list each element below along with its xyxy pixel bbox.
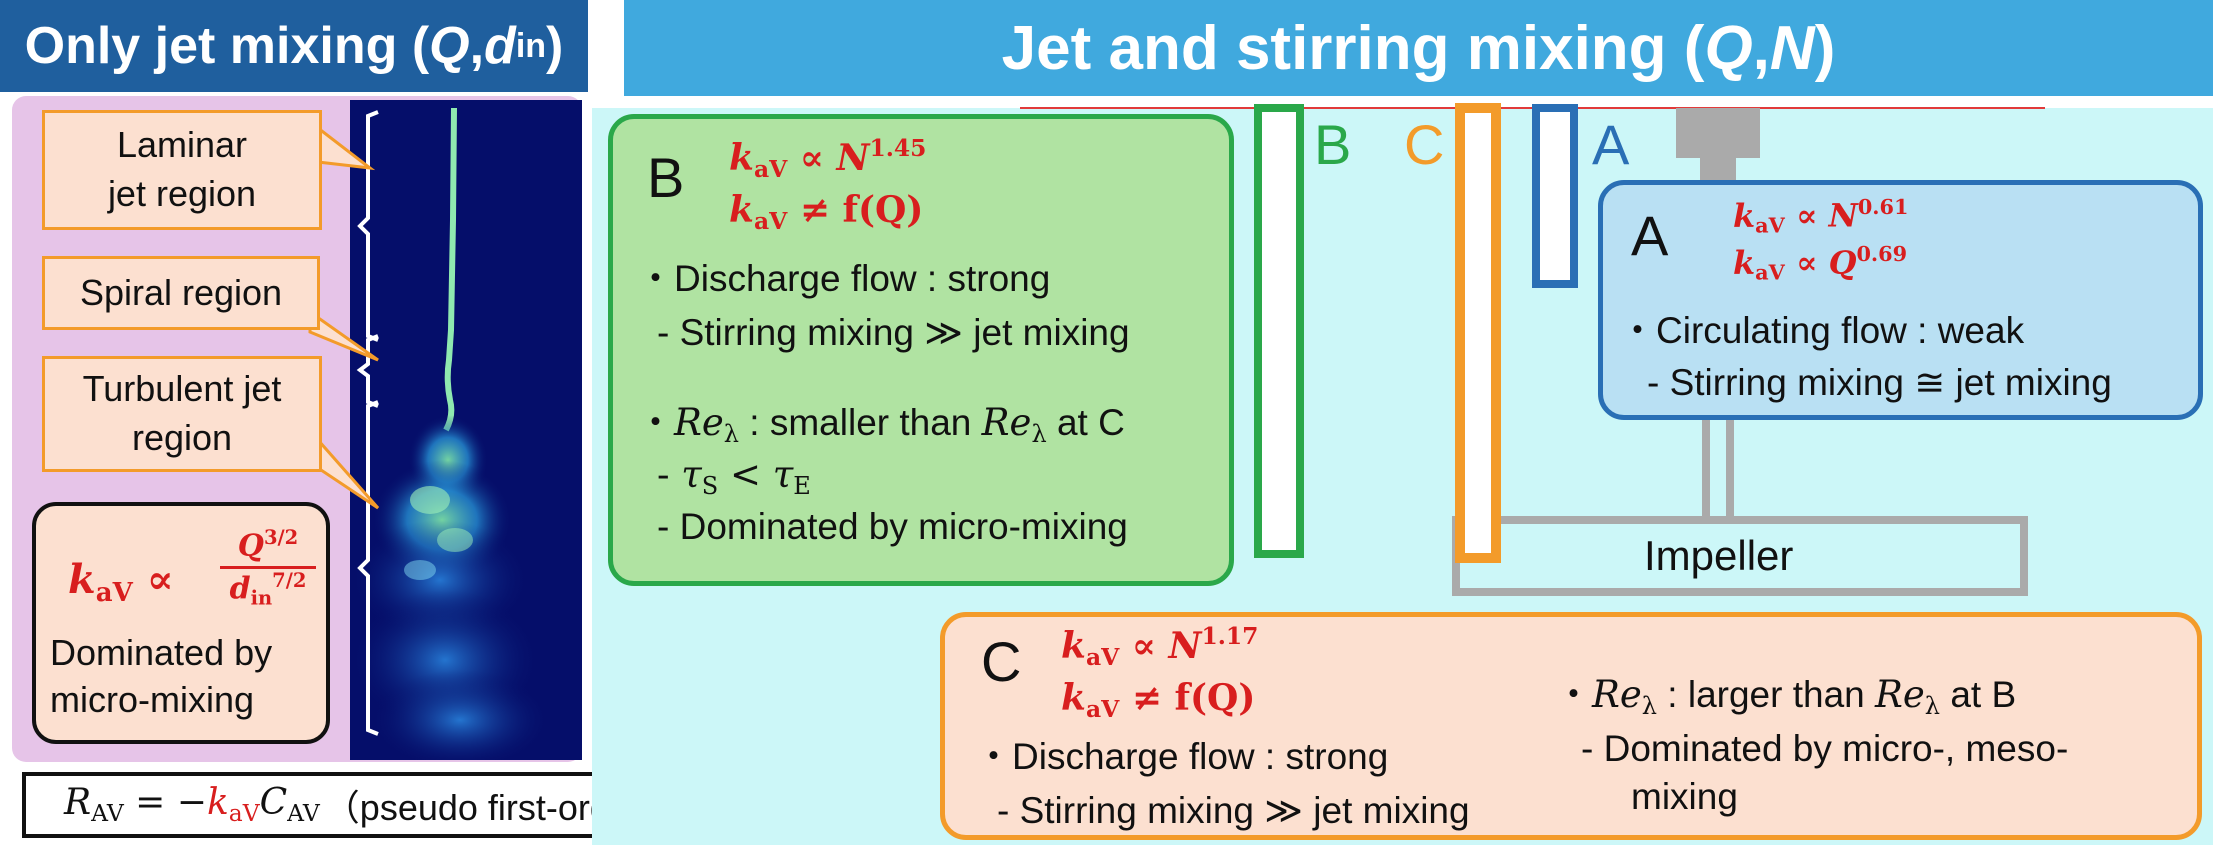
callout-spiral: Spiral region bbox=[42, 256, 320, 330]
pipe-label-c: C bbox=[1404, 113, 1445, 176]
pipe-label-a: A bbox=[1592, 113, 1630, 176]
callout-turbulent-line2: region bbox=[131, 417, 233, 458]
right-header-text: Jet and stirring mixing ( bbox=[1001, 13, 1705, 83]
left-header-d: d bbox=[484, 17, 516, 75]
pipe-label-b: B bbox=[1314, 113, 1352, 176]
left-header-q: Q bbox=[429, 17, 470, 75]
region-b-box: B kaV ∝ N1.45 kaV ≠ f(Q) ・Discharge flow… bbox=[608, 114, 1234, 586]
callout-spiral-text: Spiral region bbox=[79, 271, 283, 313]
right-header-end: ) bbox=[1814, 13, 1836, 83]
region-c-sub2a: - Dominated by micro-, meso- bbox=[1581, 728, 2069, 769]
jet-visualization bbox=[350, 100, 582, 760]
region-b-sub3: - Dominated by micro-mixing bbox=[657, 506, 1128, 547]
left-header-sub: in bbox=[515, 26, 547, 65]
jet-formula-note: Dominated by micro-mixing bbox=[50, 632, 273, 720]
callout-laminar-line2: jet region bbox=[107, 173, 257, 214]
callout-pointers bbox=[308, 124, 380, 510]
impeller-label: Impeller bbox=[1644, 532, 1794, 579]
region-b-letter: B bbox=[647, 146, 685, 209]
right-header: Jet and stirring mixing (Q, N) bbox=[624, 0, 2213, 96]
callout-turbulent: Turbulent jet region bbox=[42, 356, 322, 472]
right-header-q: Q bbox=[1704, 13, 1753, 83]
jet-formula-lhs: kaV ∝ bbox=[68, 556, 174, 608]
region-b-bullet1: ・Discharge flow : strong bbox=[637, 258, 1051, 299]
region-c-letter: C bbox=[981, 630, 1022, 693]
region-c-equations: kaV ∝ N1.17 kaV ≠ f(Q) bbox=[1061, 622, 1259, 723]
region-c-box: C kaV ∝ N1.17 kaV ≠ f(Q) ・Discharge flow… bbox=[940, 612, 2202, 840]
region-c-sub1: - Stirring mixing ≫ jet mixing bbox=[997, 790, 1470, 831]
region-b-sub1: - Stirring mixing ≫ jet mixing bbox=[657, 312, 1130, 353]
region-b-bullet2: ・Reλ : smaller than Reλ at C bbox=[637, 401, 1125, 449]
region-a-letter: A bbox=[1631, 204, 1669, 267]
region-b-tau: - τS < τE bbox=[657, 453, 811, 501]
left-header-text: Only jet mixing ( bbox=[24, 17, 430, 75]
jet-formula-box: kaV ∝ Q3/2 din7/2 Dominated by micro-mix… bbox=[32, 502, 330, 744]
callout-turbulent-line1: Turbulent jet bbox=[82, 368, 282, 410]
left-header-sep: , bbox=[469, 17, 485, 75]
region-a-box: A kaV ∝ N0.61 kaV ∝ Q0.69 ・Circulating f… bbox=[1598, 180, 2203, 420]
callout-laminar-line1: Laminar bbox=[116, 124, 248, 166]
right-header-n: N bbox=[1769, 13, 1815, 83]
region-a-bullet1: ・Circulating flow : weak bbox=[1619, 310, 2025, 351]
left-header-end: ) bbox=[546, 17, 564, 75]
callout-laminar: Laminar jet region bbox=[42, 110, 322, 230]
region-c-bullet2: ・Reλ : larger than Reλ at B bbox=[1555, 673, 2017, 721]
jet-formula-fraction: Q3/2 din7/2 bbox=[220, 526, 316, 609]
right-header-sep: , bbox=[1752, 13, 1770, 83]
region-a-equations: kaV ∝ N0.61 kaV ∝ Q0.69 bbox=[1733, 194, 1909, 285]
region-c-sub2b: mixing bbox=[1631, 776, 1738, 817]
region-b-equations: kaV ∝ N1.45 kaV ≠ f(Q) bbox=[729, 134, 927, 235]
jet-image bbox=[350, 100, 582, 760]
region-a-sub1: - Stirring mixing ≅ jet mixing bbox=[1647, 362, 2112, 403]
region-c-bullet1: ・Discharge flow : strong bbox=[975, 736, 1389, 777]
